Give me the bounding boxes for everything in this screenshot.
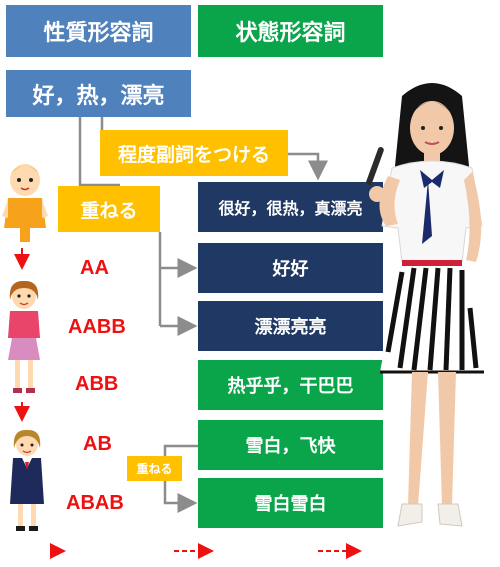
pattern-ab: AB (83, 433, 112, 455)
abab-result-text: 雪白雪白 (254, 494, 327, 515)
header-left-box: 性質形容詞 (6, 5, 191, 57)
header-right-title: 状態形容詞 (235, 21, 346, 46)
aa-result-box: 好好 (198, 243, 383, 293)
adverb-label: 程度副詞をつける (117, 143, 270, 166)
repeat-small-label: 重ねる (136, 462, 173, 476)
pattern-aa: AA (80, 257, 109, 279)
schoolgirl-figure-icon (10, 429, 44, 531)
ab-result-box: 雪白，飞快 (198, 420, 383, 470)
pattern-abb: ABB (75, 373, 119, 395)
abb-result-text: 热乎乎，干巴巴 (227, 376, 354, 397)
abab-result-box: 雪白雪白 (198, 478, 383, 528)
repeat-small-box: 重ねる (127, 456, 182, 481)
aabb-result-box: 漂漂亮亮 (198, 301, 383, 351)
pattern-aabb: AABB (68, 316, 126, 338)
aa-result-text: 好好 (272, 259, 309, 280)
abb-result-box: 热乎乎，干巴巴 (198, 360, 383, 410)
adverb-result-box: 很好，很热，真漂亮 (198, 182, 383, 232)
header-right-box: 状態形容詞 (198, 5, 383, 57)
adverb-arrow (288, 152, 328, 181)
teacher-photo (366, 83, 484, 527)
source-box: 好，热，漂亮 (6, 70, 191, 117)
source-words: 好，热，漂亮 (32, 83, 165, 109)
girl-figure-icon (8, 280, 40, 393)
ab-result-text: 雪白，飞快 (245, 436, 336, 457)
repeat-box: 重ねる (58, 186, 160, 232)
baby-figure-icon (2, 164, 48, 242)
adverb-result-text: 很好，很热，真漂亮 (218, 199, 363, 218)
pattern-abab: ABAB (66, 492, 124, 514)
adverb-box: 程度副詞をつける (100, 130, 288, 176)
source-to-repeat-line (78, 117, 120, 187)
header-left-title: 性質形容詞 (43, 21, 154, 46)
aabb-result-text: 漂漂亮亮 (254, 317, 327, 338)
repeat-label: 重ねる (80, 199, 138, 222)
